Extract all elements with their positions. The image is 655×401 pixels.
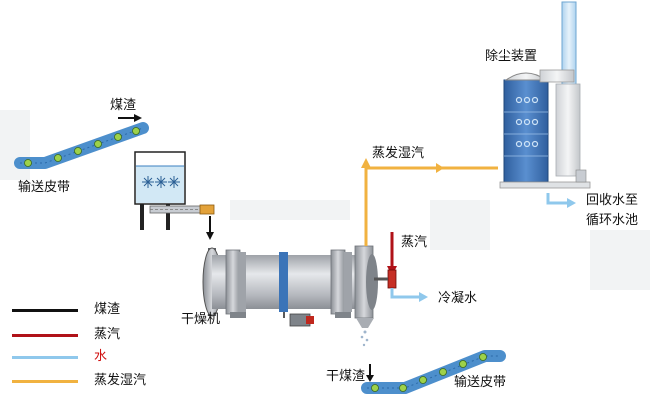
label-conveyor-right: 输送皮带: [454, 375, 507, 390]
label-coal-feed: 煤渣: [110, 98, 137, 113]
feed-tank: [134, 151, 186, 230]
legend-label-wet-steam: 蒸发湿汽: [94, 373, 147, 388]
legend-item-coal: 煤渣: [8, 302, 168, 318]
discharge-drip: [360, 330, 369, 347]
label-condensate: 冷凝水: [438, 291, 478, 306]
label-recycle-line2: 循环水池: [586, 213, 639, 228]
screw-feeder: [149, 204, 215, 215]
label-recycle-line1: 回收水至: [586, 193, 639, 208]
label-dryer: 干燥机: [181, 312, 221, 327]
recycle-water-arrow: [546, 193, 576, 208]
steam-inlet: [374, 232, 397, 289]
legend-swatch-coal: [12, 309, 78, 312]
conveyor-belt-right: [361, 350, 506, 394]
condensate-outlet: [390, 288, 428, 302]
wet-steam-line: [361, 158, 498, 246]
background-shapes: [0, 110, 650, 290]
legend-label-steam: 蒸汽: [94, 327, 121, 342]
label-steam: 蒸汽: [401, 235, 428, 250]
coal-feed-arrow: [118, 114, 142, 122]
legend-swatch-wet-steam: [12, 380, 78, 383]
rotary-dryer: [202, 245, 378, 328]
legend-item-steam: 蒸汽: [8, 327, 168, 343]
legend-swatch-steam: [12, 334, 78, 337]
label-dust-remover: 除尘装置: [485, 49, 538, 64]
conveyor-belt-left: [14, 122, 149, 169]
feed-down-arrow: [206, 216, 214, 240]
label-dry-coal: 干煤渣: [326, 369, 366, 384]
legend-item-water: 水: [8, 349, 168, 365]
dry-coal-arrow: [366, 364, 374, 382]
legend-label-coal: 煤渣: [94, 302, 121, 317]
dust-remover: [499, 1, 591, 189]
legend-item-wet-steam: 蒸发湿汽: [8, 373, 168, 389]
label-conveyor-left: 输送皮带: [18, 180, 71, 195]
legend-swatch-water: [12, 356, 78, 359]
legend-label-water: 水: [94, 349, 108, 364]
label-wet-steam: 蒸发湿汽: [372, 146, 425, 161]
drive-motor: [283, 312, 314, 327]
